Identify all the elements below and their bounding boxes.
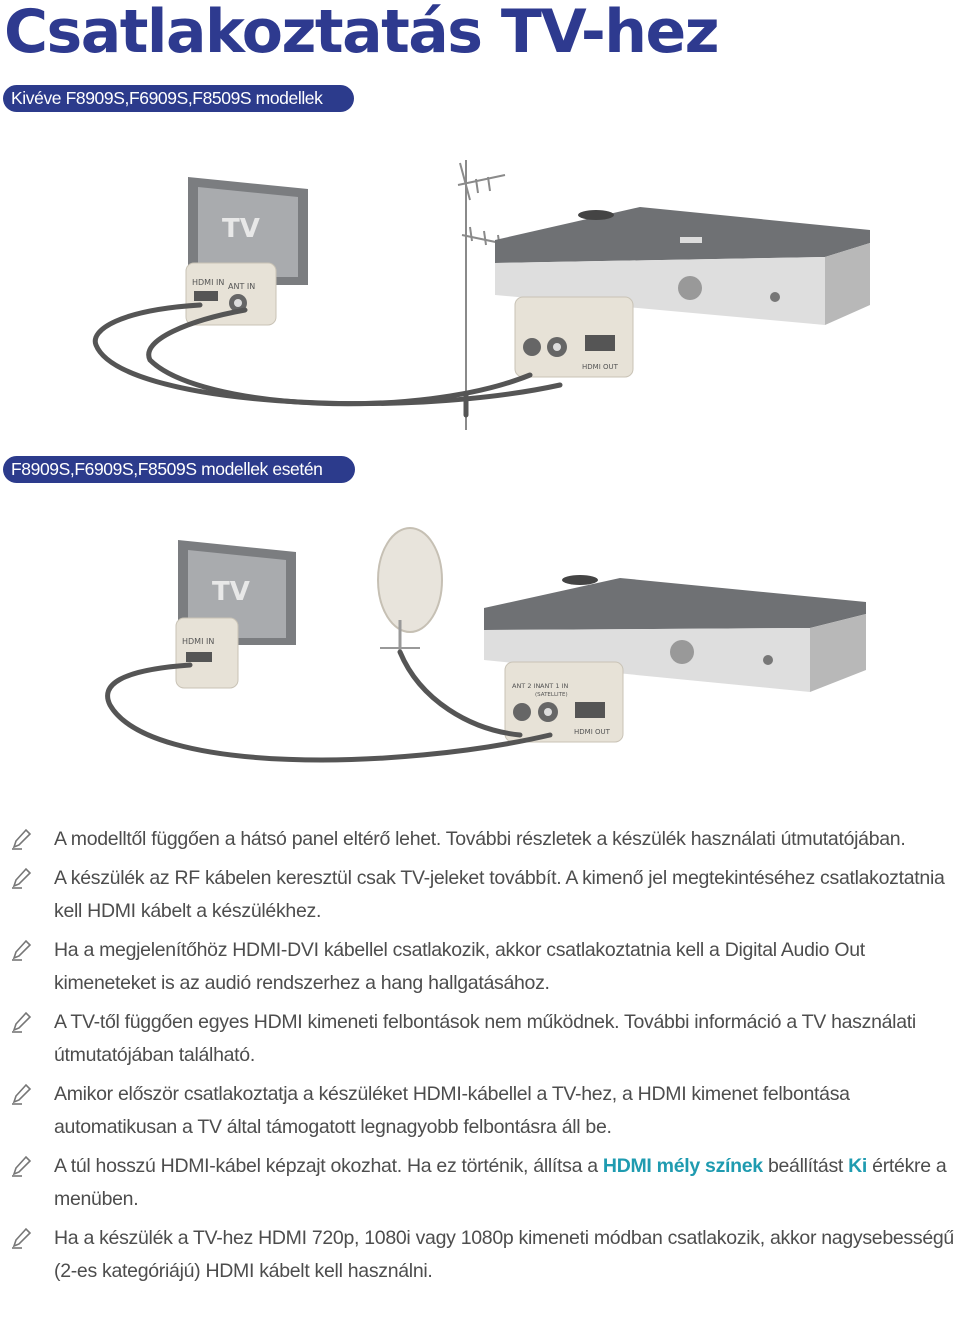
cables	[92, 302, 563, 418]
tv-label: TV	[222, 214, 260, 244]
tv-label: TV	[212, 577, 250, 607]
note-text: Ha a készülék a TV-hez HDMI 720p, 1080i …	[54, 1227, 954, 1282]
note-text: A TV-től függően egyes HDMI kimeneti fel…	[54, 1011, 916, 1066]
tv-port-plate: HDMI IN ANT IN	[185, 262, 277, 326]
player-illustration	[495, 207, 870, 325]
player-port-plate: ANT 2 IN ANT 1 IN (SATELLITE) HDMI OUT	[504, 661, 624, 743]
tv-hdmi-in-label: HDMI IN	[182, 637, 214, 646]
note-item: A TV-től függően egyes HDMI kimeneti fel…	[10, 1006, 960, 1072]
tv-illustration: TV	[188, 177, 308, 285]
note-item: Ha a készülék a TV-hez HDMI 720p, 1080i …	[10, 1222, 960, 1288]
page-title: Csatlakoztatás TV-hez	[4, 0, 720, 67]
player-ant1-label: ANT 1 IN	[540, 682, 568, 690]
note-item: A készülék az RF kábelen keresztül csak …	[10, 862, 960, 928]
note-text-part: A túl hosszú HDMI-kábel képzajt okozhat.…	[54, 1155, 603, 1177]
notes-list: A modelltől függően a hátsó panel eltérő…	[10, 823, 960, 1294]
connection-diagram-antenna: TV HDMI IN ANT IN HDMI OUT	[92, 160, 870, 430]
pencil-note-icon	[12, 939, 32, 961]
menu-setting-value: Ki	[848, 1155, 868, 1177]
note-item: Ha a megjelenítőhöz HDMI-DVI kábellel cs…	[10, 934, 960, 1000]
connection-diagram-satellite: TV HDMI IN ANT 2 IN ANT 1 IN (SATELLITE)…	[105, 527, 866, 763]
tv-port-plate: HDMI IN	[175, 617, 239, 689]
note-item: A túl hosszú HDMI-kábel képzajt okozhat.…	[10, 1150, 960, 1216]
pencil-note-icon	[12, 867, 32, 889]
pencil-note-icon	[12, 1227, 32, 1249]
player-hdmi-out-label: HDMI OUT	[582, 363, 619, 371]
note-text-part: beállítást	[762, 1155, 849, 1177]
pencil-note-icon	[12, 828, 32, 850]
pencil-note-icon	[12, 1155, 32, 1177]
model-badge-except: Kivéve F8909S,F6909S,F8509S modellek	[3, 85, 354, 112]
note-text-part: értékre a menüben.	[54, 1155, 947, 1210]
pencil-note-icon	[12, 1083, 32, 1105]
player-illustration	[484, 575, 866, 692]
satellite-dish-illustration	[377, 527, 443, 650]
player-port-plate: HDMI OUT	[514, 296, 634, 378]
pencil-note-icon	[12, 1011, 32, 1033]
cables	[105, 649, 553, 763]
tv-ant-in-label: ANT IN	[228, 282, 255, 291]
note-text: Ha a megjelenítőhöz HDMI-DVI kábellel cs…	[54, 939, 865, 994]
note-text: A modelltől függően a hátsó panel eltérő…	[54, 828, 906, 850]
model-badge-for: F8909S,F6909S,F8509S modellek esetén	[3, 456, 355, 483]
tv-hdmi-in-label: HDMI IN	[192, 278, 224, 287]
player-hdmi-out-label: HDMI OUT	[574, 728, 611, 736]
note-text: Amikor először csatlakoztatja a készülék…	[54, 1083, 850, 1138]
menu-setting-name: HDMI mély színek	[602, 1155, 763, 1177]
note-text: A készülék az RF kábelen keresztül csak …	[54, 867, 945, 922]
player-ant2-label: ANT 2 IN	[512, 682, 540, 690]
note-item: A modelltől függően a hátsó panel eltérő…	[10, 823, 960, 856]
tv-illustration: TV	[178, 540, 296, 645]
note-item: Amikor először csatlakoztatja a készülék…	[10, 1078, 960, 1144]
player-satellite-label: (SATELLITE)	[535, 692, 568, 698]
